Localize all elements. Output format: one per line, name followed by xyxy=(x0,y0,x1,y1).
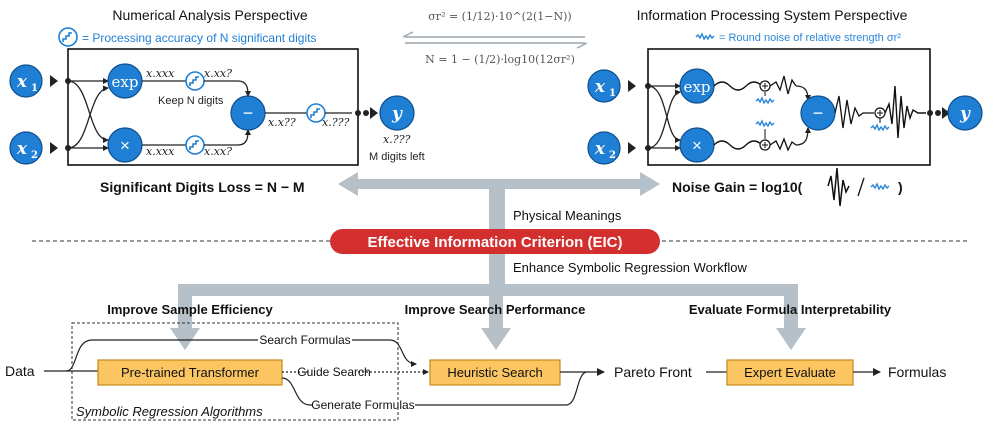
noise-icon xyxy=(755,120,775,127)
left-mul-node: × xyxy=(107,127,143,163)
middle-section: Physical Meanings Effective Information … xyxy=(32,172,970,350)
noise-icon xyxy=(870,124,890,131)
left-input-x2: x 2 xyxy=(9,131,43,165)
formula-n: N = 1 − (1/2)·log10(12σr²) xyxy=(425,53,575,66)
left-system-box xyxy=(67,48,359,166)
lbl-final: x.??? xyxy=(322,116,349,129)
left-legend-text: = Processing accuracy of N significant d… xyxy=(82,31,316,45)
staircase-icon xyxy=(58,27,78,47)
formulas-label: Formulas xyxy=(888,364,946,380)
transformer-label: Pre-trained Transformer xyxy=(121,365,260,380)
generate-formulas-label: Generate Formulas xyxy=(311,398,414,412)
goal-search-performance: Improve Search Performance xyxy=(405,302,586,317)
expert-box xyxy=(726,359,854,386)
left-panel: Numerical Analysis Perspective = Process… xyxy=(9,7,425,195)
left-x2-label: x xyxy=(16,139,28,159)
formula-sigma: σr² = (1/12)·10^(2(1−N)) xyxy=(428,10,571,23)
lbl-y-val: x.??? xyxy=(383,133,410,146)
heuristic-label: Heuristic Search xyxy=(447,365,542,380)
pareto-label: Pareto Front xyxy=(614,364,692,380)
right-x1-sub: 1 xyxy=(609,88,616,99)
right-x1-label: x xyxy=(594,77,606,97)
guide-search-label: Guide Search xyxy=(297,365,370,379)
right-input-x2: x 2 xyxy=(587,131,621,165)
right-mul-node: × xyxy=(679,127,715,163)
noise-icon xyxy=(870,183,890,190)
eic-pill xyxy=(330,229,660,254)
noise-icon xyxy=(755,97,775,104)
right-minus-node: − xyxy=(800,95,836,131)
left-minus-label: − xyxy=(243,103,254,123)
left-exp-node: exp xyxy=(107,63,143,99)
lbl-mul-out: x.xx? xyxy=(204,145,232,158)
staircase-icon xyxy=(185,135,205,155)
lbl-exp-in: x.xxx xyxy=(146,67,175,80)
left-input-arrow-1 xyxy=(50,75,58,87)
right-output-y: y xyxy=(947,95,983,131)
expert-label: Expert Evaluate xyxy=(744,365,836,380)
right-exp-label: exp xyxy=(684,78,711,96)
eic-label: Effective Information Criterion (EIC) xyxy=(367,234,622,251)
left-x2-sub: 2 xyxy=(31,150,38,161)
goal-sample-efficiency: Improve Sample Efficiency xyxy=(107,302,273,317)
right-legend-text: = Round noise of relative strength σr² xyxy=(719,32,901,44)
right-x2-sub: 2 xyxy=(609,150,616,161)
left-y-label: y xyxy=(391,104,403,124)
lbl-m-left: M digits left xyxy=(369,151,425,163)
right-panel-title: Information Processing System Perspectiv… xyxy=(637,7,908,23)
left-mul-label: × xyxy=(120,136,130,155)
workflow: Improve Sample Efficiency Improve Search… xyxy=(5,302,946,421)
left-panel-title: Numerical Analysis Perspective xyxy=(112,7,308,23)
right-input-x1: x 1 xyxy=(587,69,621,103)
left-x1-sub: 1 xyxy=(31,83,38,94)
lbl-keep: Keep N digits xyxy=(158,95,224,107)
right-panel: Information Processing System Perspectiv… xyxy=(587,7,983,207)
left-input-x1: x 1 xyxy=(9,64,43,98)
search-formulas-label: Search Formulas xyxy=(259,333,350,347)
lbl-exp-out: x.xx? xyxy=(204,67,232,80)
lbl-minus-out: x.x?? xyxy=(268,116,296,129)
left-output-y: y xyxy=(379,95,415,131)
goal-interpretability: Evaluate Formula Interpretability xyxy=(689,302,892,317)
right-legend: = Round noise of relative strength σr² xyxy=(695,32,901,44)
noise-gain-label: Noise Gain = log10( xyxy=(672,179,803,195)
heuristic-box xyxy=(429,359,561,386)
right-system-box xyxy=(647,48,931,166)
lbl-mul-in: x.xxx xyxy=(146,145,175,158)
left-legend: = Processing accuracy of N significant d… xyxy=(58,27,316,47)
right-y-label: y xyxy=(959,104,971,124)
data-label: Data xyxy=(5,363,35,379)
left-minus-node: − xyxy=(230,95,266,131)
right-minus-label: − xyxy=(813,103,824,123)
significant-digits-loss: Significant Digits Loss = N − M xyxy=(100,179,305,195)
left-exp-label: exp xyxy=(112,73,139,91)
double-arrow xyxy=(338,172,660,196)
left-x1-label: x xyxy=(16,72,28,92)
algo-caption: Symbolic Regression Algorithms xyxy=(76,404,263,419)
left-input-arrow-2 xyxy=(50,142,58,154)
noise-gain-signal-icon xyxy=(827,167,850,207)
transformer-box xyxy=(97,359,283,386)
center-formulas: σr² = (1/12)·10^(2(1−N)) N = 1 − (1/2)·l… xyxy=(402,10,588,66)
staircase-icon xyxy=(185,71,205,91)
right-mul-label: × xyxy=(692,136,702,155)
right-exp-node: exp xyxy=(679,68,715,104)
noise-gain-close: ) xyxy=(898,179,903,195)
physical-meanings: Physical Meanings xyxy=(513,208,622,223)
noise-icon xyxy=(695,33,715,40)
right-x2-label: x xyxy=(594,139,606,159)
enhance-label: Enhance Symbolic Regression Workflow xyxy=(513,260,747,275)
